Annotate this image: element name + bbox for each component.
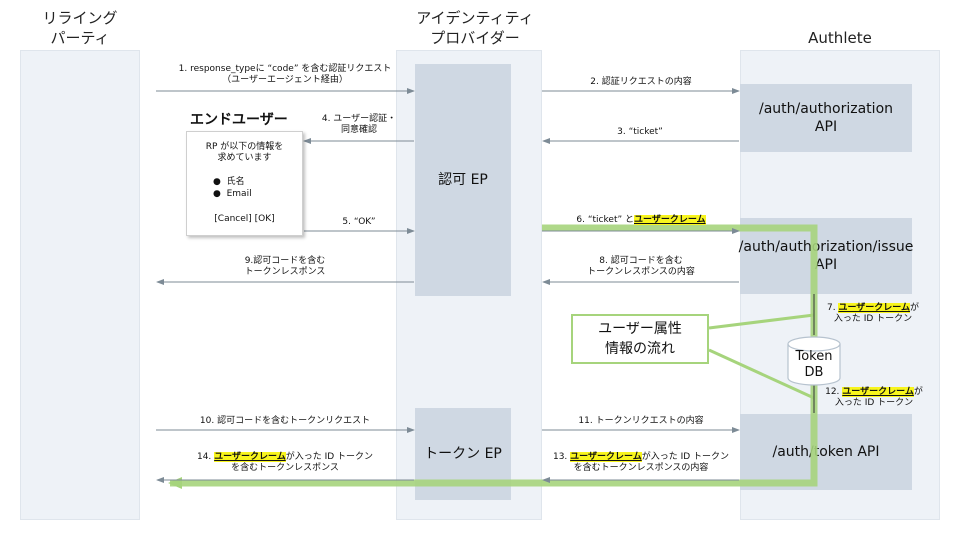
- user-claim-highlight: ユーザークレーム: [842, 387, 914, 397]
- user-claim-highlight: ユーザークレーム: [570, 452, 642, 462]
- user-claim-highlight: ユーザークレーム: [838, 303, 910, 313]
- consent-dialog: RP が以下の情報を 求めています ● 氏名 ● Email [Cancel] …: [186, 131, 303, 236]
- step-14-label: 14. ユーザークレームが入った ID トークン を含むトークンレスポンス: [196, 452, 374, 473]
- dialog-item-email-label: Email: [226, 189, 252, 199]
- lane-relying-party: [20, 50, 140, 520]
- step-8-label: 8. 認可コードを含むトークンレスポンスの内容: [587, 256, 695, 277]
- step-7-label: 7. ユーザークレームが 入った ID トークン: [826, 303, 920, 324]
- authorization-api: /auth/authorization API: [740, 84, 912, 152]
- step-9-label: 9.認可コードを含むトークンレスポンス: [244, 256, 326, 277]
- step-10-label: 10. 認可コードを含むトークンリクエスト: [199, 416, 371, 426]
- user-claim-highlight: ユーザークレーム: [214, 452, 286, 462]
- bullet-icon: ●: [213, 177, 221, 187]
- step-1-label: 1. response_typeに “code” を含む認証リクエスト（ユーザー…: [178, 64, 392, 85]
- token-endpoint-label: トークン EP: [424, 446, 502, 462]
- token-api-label: /auth/token API: [772, 444, 880, 460]
- authorization-endpoint: 認可 EP: [415, 64, 511, 296]
- step-3-label: 3. “ticket”: [617, 127, 663, 137]
- authorization-api-label: /auth/authorization API: [758, 101, 894, 135]
- column-header-authlete: Authlete: [808, 29, 872, 47]
- step-5-label: 5. “OK”: [342, 217, 376, 227]
- dialog-item-name-label: 氏名: [226, 177, 245, 187]
- column-header-identity-provider: アイデンティティ プロバイダー: [416, 9, 534, 47]
- column-header-relying-party: リライング パーティ: [42, 9, 118, 47]
- token-db-cylinder: [787, 336, 841, 386]
- callout-line-2: 情報の流れ: [605, 341, 675, 357]
- callout-line-1: ユーザー属性: [598, 321, 682, 337]
- dialog-buttons[interactable]: [Cancel] [OK]: [214, 214, 275, 224]
- dialog-message-line-2: 求めています: [217, 153, 272, 163]
- step-12-label: 12. ユーザークレームが 入った ID トークン: [825, 387, 923, 408]
- bullet-icon: ●: [213, 189, 221, 199]
- step-6-label: 6. “ticket” とユーザークレーム: [576, 215, 706, 225]
- dialog-message-line-1: RP が以下の情報を: [205, 142, 284, 152]
- dialog-item-email: ● Email: [213, 189, 252, 200]
- step-13-label: 13. ユーザークレームが入った ID トークン を含むトークンレスポンスの内容: [552, 452, 730, 473]
- end-user-title: エンドユーザー: [190, 112, 288, 128]
- authorization-endpoint-label: 認可 EP: [438, 172, 488, 188]
- step-11-label: 11. トークンリクエストの内容: [578, 416, 704, 426]
- user-claim-highlight: ユーザークレーム: [634, 215, 706, 225]
- step-2-label: 2. 認証リクエストの内容: [590, 77, 692, 87]
- token-db-label: Token DB: [795, 349, 833, 380]
- token-api: /auth/token API: [740, 414, 912, 490]
- dialog-item-name: ● 氏名: [213, 177, 245, 188]
- authorization-issue-api-label: /auth/authorization/issue API: [738, 239, 914, 273]
- user-attribute-flow-callout: ユーザー属性 情報の流れ: [571, 314, 709, 364]
- step-4-label: 4. ユーザー認証・同意確認: [321, 114, 397, 135]
